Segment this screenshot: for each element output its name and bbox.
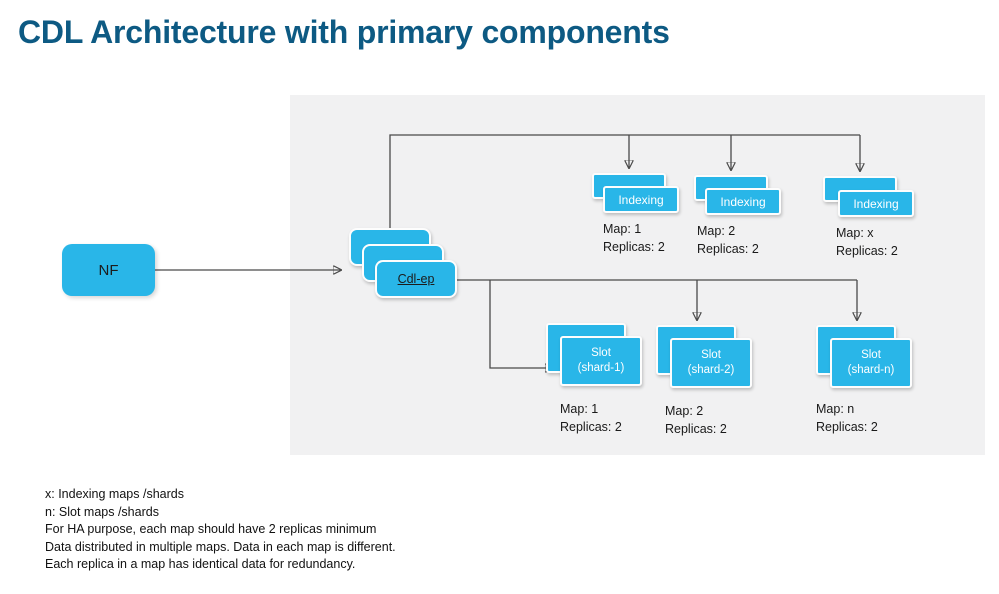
indexing-1-layer-front: Indexing <box>603 186 679 213</box>
indexing-1-map: Map: 1 <box>603 222 642 236</box>
slot-1-label-line1: Slot <box>591 347 611 359</box>
slot-3-label-line1: Slot <box>861 349 881 361</box>
slot-3-replicas: Replicas: 2 <box>816 420 878 434</box>
footnote-line: For HA purpose, each map should have 2 r… <box>45 522 377 536</box>
indexing-3-layer-front: Indexing <box>838 190 914 217</box>
footnote-line: n: Slot maps /shards <box>45 504 159 519</box>
indexing-2-map: Map: 2 <box>697 224 736 238</box>
slot-2-caption: Map: 2 Replicas: 2 <box>665 402 727 438</box>
slot-3-map: Map: n <box>816 402 855 416</box>
slot-1-replicas: Replicas: 2 <box>560 420 622 434</box>
indexing-3-caption: Map: x Replicas: 2 <box>836 224 898 260</box>
indexing-1-label: Indexing <box>618 192 664 207</box>
slot-3-caption: Map: n Replicas: 2 <box>816 400 878 436</box>
indexing-1-caption: Map: 1 Replicas: 2 <box>603 220 665 256</box>
slot-1-label: Slot (shard-1) <box>562 338 640 384</box>
page-title: CDL Architecture with primary components <box>18 14 670 50</box>
indexing-2-caption: Map: 2 Replicas: 2 <box>697 222 759 258</box>
slot-stack-1: Slot (shard-1) <box>546 323 644 389</box>
footnote-line: x: Indexing maps /shards <box>45 487 184 501</box>
footnote-line: Data distributed in multiple maps. Data … <box>45 539 396 554</box>
footnote-line: Each replica in a map has identical data… <box>45 557 356 571</box>
indexing-2-layer-front: Indexing <box>705 188 781 215</box>
indexing-stack-2: Indexing <box>694 175 784 217</box>
cdlep-stack: Cdl-ep <box>349 228 459 300</box>
indexing-2-label: Indexing <box>720 194 766 209</box>
slot-2-map: Map: 2 <box>665 404 704 418</box>
slot-3-label: Slot (shard-n) <box>832 340 910 386</box>
slot-2-label-line2: (shard-2) <box>687 364 735 376</box>
slot-1-map: Map: 1 <box>560 402 599 416</box>
nf-label: NF <box>98 261 119 279</box>
cdlep-layer-front: Cdl-ep <box>375 260 457 298</box>
slot-1-caption: Map: 1 Replicas: 2 <box>560 400 622 436</box>
indexing-2-replicas: Replicas: 2 <box>697 242 759 256</box>
indexing-3-map: Map: x <box>836 226 874 240</box>
indexing-stack-3: Indexing <box>823 176 917 220</box>
indexing-stack-1: Indexing <box>592 173 682 215</box>
nf-node: NF <box>62 244 155 296</box>
slot-1-layer-front: Slot (shard-1) <box>560 336 642 386</box>
slot-2-label-line1: Slot <box>701 349 721 361</box>
slot-3-layer-front: Slot (shard-n) <box>830 338 912 388</box>
slot-1-label-line2: (shard-1) <box>577 362 625 374</box>
footnotes: x: Indexing maps /shards n: Slot maps /s… <box>45 486 396 574</box>
slot-stack-2: Slot (shard-2) <box>656 325 754 391</box>
indexing-1-replicas: Replicas: 2 <box>603 240 665 254</box>
slot-2-label: Slot (shard-2) <box>672 340 750 386</box>
slot-stack-3: Slot (shard-n) <box>816 325 914 391</box>
slot-2-replicas: Replicas: 2 <box>665 422 727 436</box>
slot-3-label-line2: (shard-n) <box>847 364 895 376</box>
indexing-3-replicas: Replicas: 2 <box>836 244 898 258</box>
cdlep-label: Cdl-ep <box>397 272 435 286</box>
slot-2-layer-front: Slot (shard-2) <box>670 338 752 388</box>
indexing-3-label: Indexing <box>853 196 899 211</box>
